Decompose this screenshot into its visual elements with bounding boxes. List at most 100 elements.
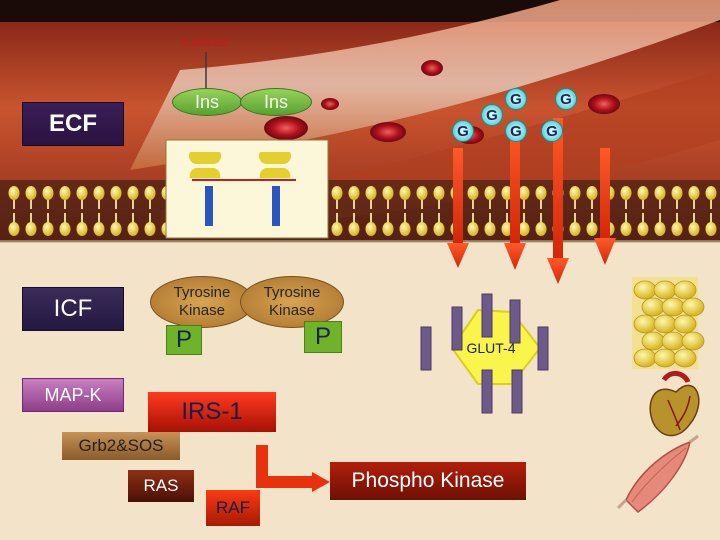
receptor-beta-subunit xyxy=(272,186,280,226)
glucose-entry-arrows xyxy=(447,118,616,284)
lipid-head xyxy=(535,222,547,236)
lipid-head xyxy=(484,222,496,236)
raf-box: RAF xyxy=(206,490,260,526)
phospho-kinase-box: Phospho Kinase xyxy=(330,462,526,500)
lipid-head xyxy=(671,186,683,200)
adipocyte xyxy=(653,280,677,300)
red-blood-cell xyxy=(421,60,443,76)
lipid-head xyxy=(399,222,411,236)
glut4-segment xyxy=(537,326,549,371)
lipid-head xyxy=(654,186,666,200)
lipid-head xyxy=(76,222,88,236)
ras-box: RAS xyxy=(128,470,194,502)
lipid-head xyxy=(671,222,683,236)
adipocyte xyxy=(641,331,665,351)
lipid-head xyxy=(637,222,649,236)
adipocyte xyxy=(673,348,697,368)
lipid-head xyxy=(399,186,411,200)
pathway-arrowhead xyxy=(312,472,330,492)
lipid-head xyxy=(569,222,581,236)
lipid-head xyxy=(382,222,394,236)
adipocyte xyxy=(661,331,685,351)
lipid-head xyxy=(654,222,666,236)
lipid-head xyxy=(127,222,139,236)
adipocyte xyxy=(633,280,657,300)
lipid-head xyxy=(518,186,530,200)
arrow-shaft xyxy=(510,125,520,243)
membrane-outer-leaflet xyxy=(8,186,717,209)
arrow-shaft xyxy=(553,118,563,258)
lipid-head xyxy=(8,186,20,200)
lipid-head xyxy=(688,186,700,200)
lipid-head xyxy=(637,186,649,200)
lipid-head xyxy=(688,222,700,236)
adipocyte xyxy=(673,314,697,334)
lipid-head xyxy=(501,186,513,200)
lipid-head xyxy=(467,186,479,200)
irs1-box: IRS-1 xyxy=(148,392,276,432)
adipocyte xyxy=(633,314,657,334)
lipid-head xyxy=(348,222,360,236)
adipose-tissue-icon xyxy=(633,280,705,368)
glucose-icon: G xyxy=(541,120,563,142)
lipid-head xyxy=(586,222,598,236)
glucose-icon: G xyxy=(481,104,503,126)
adipocyte xyxy=(681,297,705,317)
lipid-head xyxy=(93,186,105,200)
red-blood-cell xyxy=(370,122,406,142)
red-blood-cell xyxy=(264,116,308,140)
lipid-head xyxy=(59,222,71,236)
lipid-head xyxy=(705,222,717,236)
glut4-segment xyxy=(511,369,523,414)
arrow-head xyxy=(447,243,469,268)
phosphate-badge: P xyxy=(166,325,202,355)
tyrosine-kinase-domain: Tyrosine Kinase xyxy=(240,276,344,328)
ecf-label: ECF xyxy=(22,102,124,146)
glucose-icon: G xyxy=(505,88,527,110)
receptor-alpha-subunit xyxy=(259,168,291,178)
lipid-head xyxy=(76,186,88,200)
lipid-head xyxy=(42,222,54,236)
muscle-icon xyxy=(616,434,699,513)
glucose-icon: G xyxy=(555,88,577,110)
lumen-label: Lumen xyxy=(181,34,229,50)
heart-icon xyxy=(649,371,700,437)
adipocyte xyxy=(653,314,677,334)
arrow-head xyxy=(547,258,569,284)
insulin-molecule: Ins xyxy=(240,88,312,116)
lipid-head xyxy=(569,186,581,200)
lipid-head xyxy=(25,222,37,236)
mapk-box: MAP-K xyxy=(22,378,124,412)
lipid-head xyxy=(331,222,343,236)
lipid-head xyxy=(8,222,20,236)
lipid-head xyxy=(59,186,71,200)
lipid-head xyxy=(144,186,156,200)
lipid-head xyxy=(365,222,377,236)
glut4-channel-segments xyxy=(420,293,549,414)
lipid-head xyxy=(110,186,122,200)
lipid-head xyxy=(518,222,530,236)
adipocyte xyxy=(641,297,665,317)
lipid-head xyxy=(467,222,479,236)
pathway-connector-arrow xyxy=(256,445,312,488)
lipid-head xyxy=(382,186,394,200)
arrow-head xyxy=(594,238,616,265)
lipid-head xyxy=(433,222,445,236)
lipid-head xyxy=(348,186,360,200)
lipid-head xyxy=(535,186,547,200)
grb2-sos-box: Grb2&SOS xyxy=(62,432,180,460)
lipid-head xyxy=(484,186,496,200)
adipocyte xyxy=(633,348,657,368)
insulin-molecule: Ins xyxy=(172,88,242,116)
glut4-segment xyxy=(481,369,493,414)
lipid-head xyxy=(586,186,598,200)
adipocyte xyxy=(673,280,697,300)
adipocyte xyxy=(681,331,705,351)
glucose-icon: G xyxy=(505,120,527,142)
lipid-head xyxy=(42,186,54,200)
receptor-alpha-subunit xyxy=(189,168,221,178)
glut4-label: GLUT-4 xyxy=(466,340,516,356)
phosphate-badge: P xyxy=(304,321,342,353)
